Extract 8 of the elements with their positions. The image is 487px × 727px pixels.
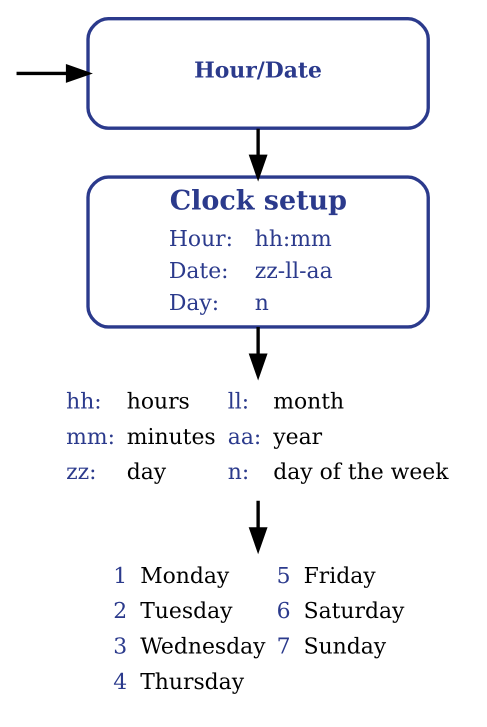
arrow xyxy=(16,64,93,82)
node-text: hh: hours ll: month mm: minutes aa: year zz: day n: day of the week xyxy=(66,388,449,485)
arrow xyxy=(248,128,268,182)
node-text: 1 Monday 5 Friday 2 Tuesday 6 Saturday 3 Wednesday 7 Sunday 4 Thursday xyxy=(113,563,404,694)
node-box: Hour/Date xyxy=(86,16,430,130)
arrow xyxy=(248,326,268,380)
node-box: Clock setup Hour: hh:mm Date: zz-ll-aa Day: n xyxy=(86,174,430,328)
arrow xyxy=(248,500,268,554)
